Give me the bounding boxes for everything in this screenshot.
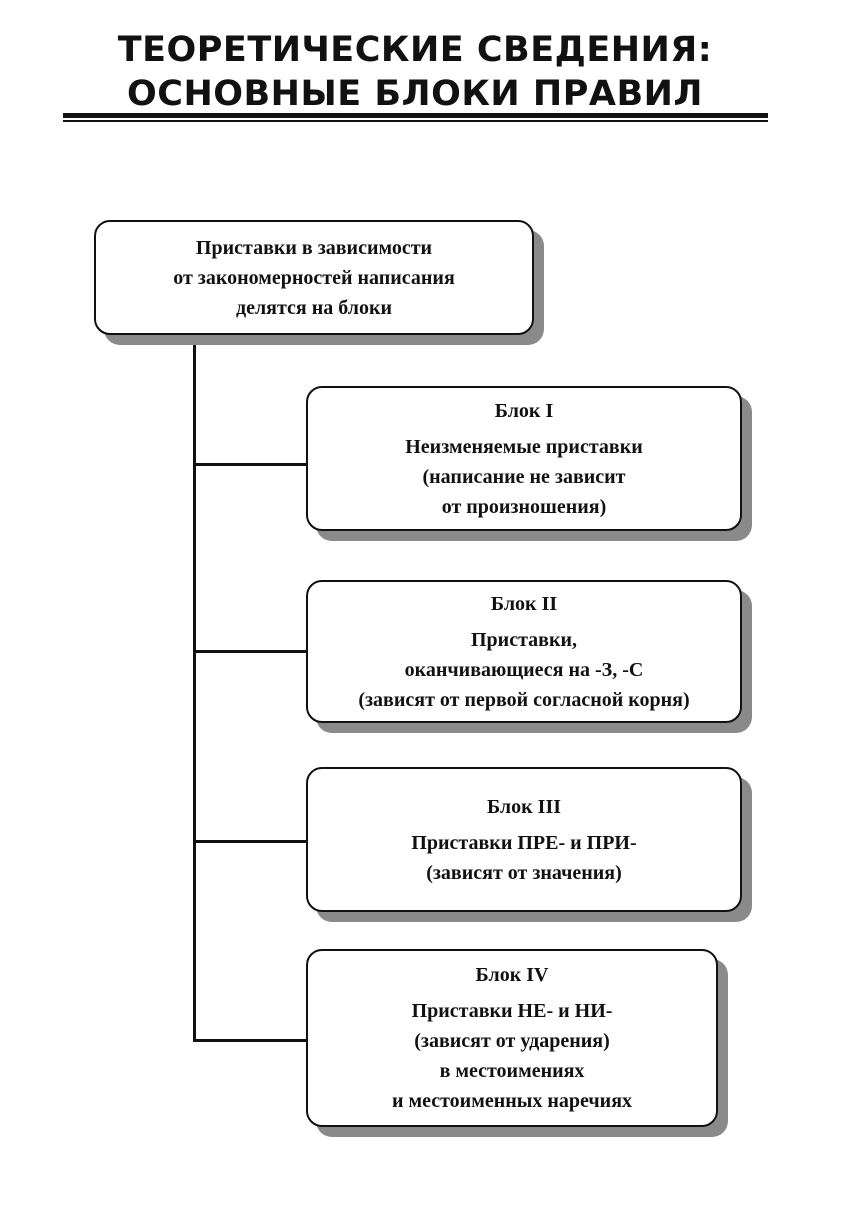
block-3-line-2: (зависят от значения) (426, 861, 622, 884)
block-4-line-3: в местоимениях (439, 1060, 585, 1082)
root-node: Приставки в зависимости от закономерност… (94, 220, 534, 335)
connector-block-2 (193, 650, 306, 653)
root-node-line-2: от закономерностей написания (173, 266, 455, 289)
block-1-line-3: от произношения) (441, 495, 607, 518)
root-node-line-1: Приставки в зависимости (195, 236, 433, 259)
block-2-heading: Блок II (490, 592, 558, 615)
block-1-line-2: (написание не зависит (422, 465, 626, 488)
block-4-heading: Блок IV (475, 964, 549, 986)
page-title: ТЕОРЕТИЧЕСКИЕ СВЕДЕНИЯ: ОСНОВНЫЕ БЛОКИ П… (60, 28, 770, 116)
block-4-line-4: и местоименных наречиях (391, 1090, 633, 1112)
root-node-line-3: делятся на блоки (235, 296, 393, 319)
block-3-line-1: Приставки ПРЕ- и ПРИ- (411, 831, 637, 854)
title-rule-thin (63, 120, 768, 122)
block-1-node: Блок I Неизменяемые приставки (написание… (306, 386, 742, 531)
connector-block-3 (193, 840, 306, 843)
block-3-node: Блок III Приставки ПРЕ- и ПРИ- (зависят … (306, 767, 742, 912)
title-rule-thick (63, 113, 768, 118)
block-1-line-1: Неизменяемые приставки (405, 435, 643, 458)
page-title-line-1: ТЕОРЕТИЧЕСКИЕ СВЕДЕНИЯ: (117, 30, 713, 70)
connector-block-4 (193, 1039, 306, 1042)
block-2-node: Блок II Приставки, оканчивающиеся на -З,… (306, 580, 742, 723)
block-2-line-1: Приставки, (471, 628, 577, 651)
block-3-heading: Блок III (486, 795, 562, 818)
block-4-line-2: (зависят от ударения) (414, 1030, 610, 1052)
connector-block-1 (193, 463, 306, 466)
block-4-line-1: Приставки НЕ- и НИ- (411, 1000, 613, 1022)
block-2-line-3: (зависят от первой согласной корня) (358, 688, 690, 711)
block-2-line-2: оканчивающиеся на -З, -С (404, 658, 644, 681)
block-1-heading: Блок I (494, 399, 554, 422)
block-4-node: Блок IV Приставки НЕ- и НИ- (зависят от … (306, 949, 718, 1127)
tree-vertical-connector (193, 335, 196, 1042)
page-title-line-2: ОСНОВНЫЕ БЛОКИ ПРАВИЛ (127, 74, 703, 114)
